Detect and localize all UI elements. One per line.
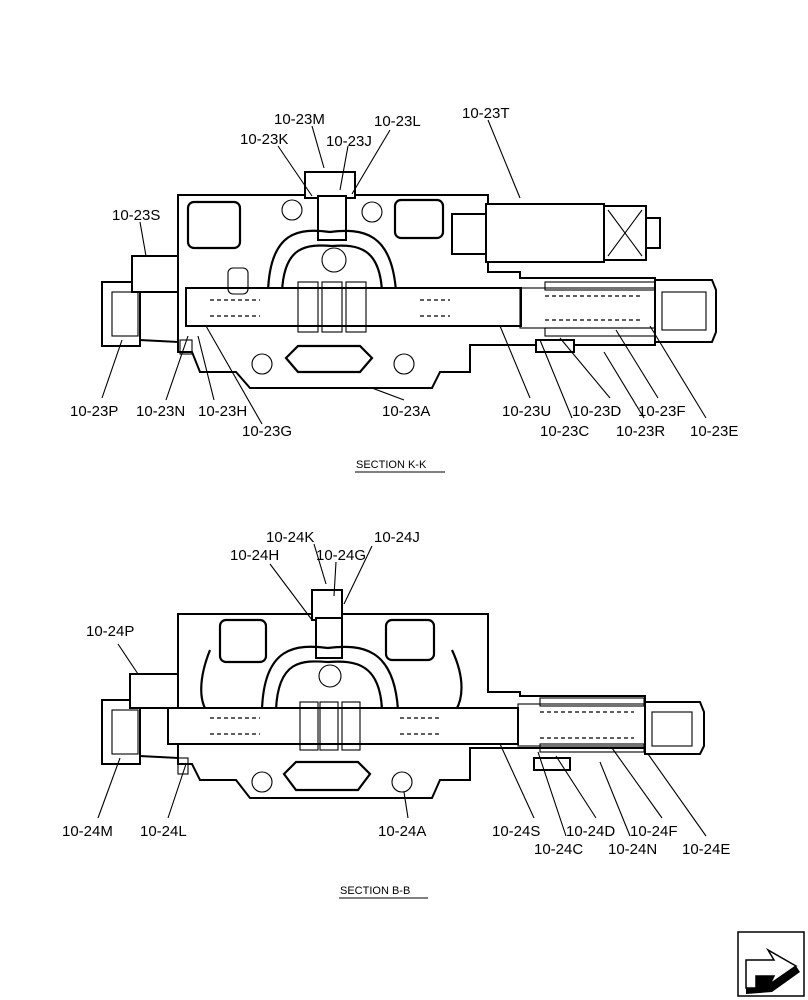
- label-10-24f: 10-24F: [630, 823, 678, 840]
- section-k-k-labels: 10-23M 10-23K 10-23J 10-23L 10-23T 10-23…: [70, 105, 738, 440]
- section-k-k-leaders: [101, 119, 707, 425]
- label-10-24j: 10-24J: [374, 529, 420, 546]
- section-b-b-caption: SECTION B-B: [340, 885, 410, 897]
- label-10-24n: 10-24N: [608, 841, 657, 858]
- label-10-23h: 10-23H: [198, 403, 247, 420]
- label-10-23u: 10-23U: [502, 403, 551, 420]
- label-10-23l: 10-23L: [374, 113, 421, 130]
- label-10-23j: 10-23J: [326, 133, 372, 150]
- label-10-24a: 10-24A: [378, 823, 426, 840]
- label-10-23d: 10-23D: [572, 403, 621, 420]
- label-10-24p: 10-24P: [86, 623, 134, 640]
- section-b-b-leaders: [97, 543, 707, 837]
- label-10-23f: 10-23F: [638, 403, 686, 420]
- section-k-k-caption: SECTION K-K: [356, 459, 427, 471]
- label-10-24k: 10-24K: [266, 529, 314, 546]
- label-10-24s: 10-24S: [492, 823, 540, 840]
- label-10-23c: 10-23C: [540, 423, 589, 440]
- label-10-24h: 10-24H: [230, 547, 279, 564]
- next-page-arrow-icon[interactable]: [737, 931, 805, 997]
- label-10-23a: 10-23A: [382, 403, 430, 420]
- label-10-23s: 10-23S: [112, 207, 160, 224]
- label-10-24m: 10-24M: [62, 823, 113, 840]
- section-k-k-drawing: [101, 171, 717, 389]
- label-10-23r: 10-23R: [616, 423, 665, 440]
- label-10-24e: 10-24E: [682, 841, 730, 858]
- label-10-23g: 10-23G: [242, 423, 292, 440]
- label-10-23e: 10-23E: [690, 423, 738, 440]
- label-10-23k: 10-23K: [240, 131, 288, 148]
- label-10-23n: 10-23N: [136, 403, 185, 420]
- label-10-24l: 10-24L: [140, 823, 187, 840]
- section-b-b-labels: 10-24K 10-24H 10-24G 10-24J 10-24P 10-24…: [62, 529, 730, 858]
- label-10-24c: 10-24C: [534, 841, 583, 858]
- label-10-24g: 10-24G: [316, 547, 366, 564]
- label-10-23t: 10-23T: [462, 105, 510, 122]
- label-10-24d: 10-24D: [566, 823, 615, 840]
- section-b-b-drawing: [101, 589, 705, 799]
- label-10-23p: 10-23P: [70, 403, 118, 420]
- label-10-23m: 10-23M: [274, 111, 325, 128]
